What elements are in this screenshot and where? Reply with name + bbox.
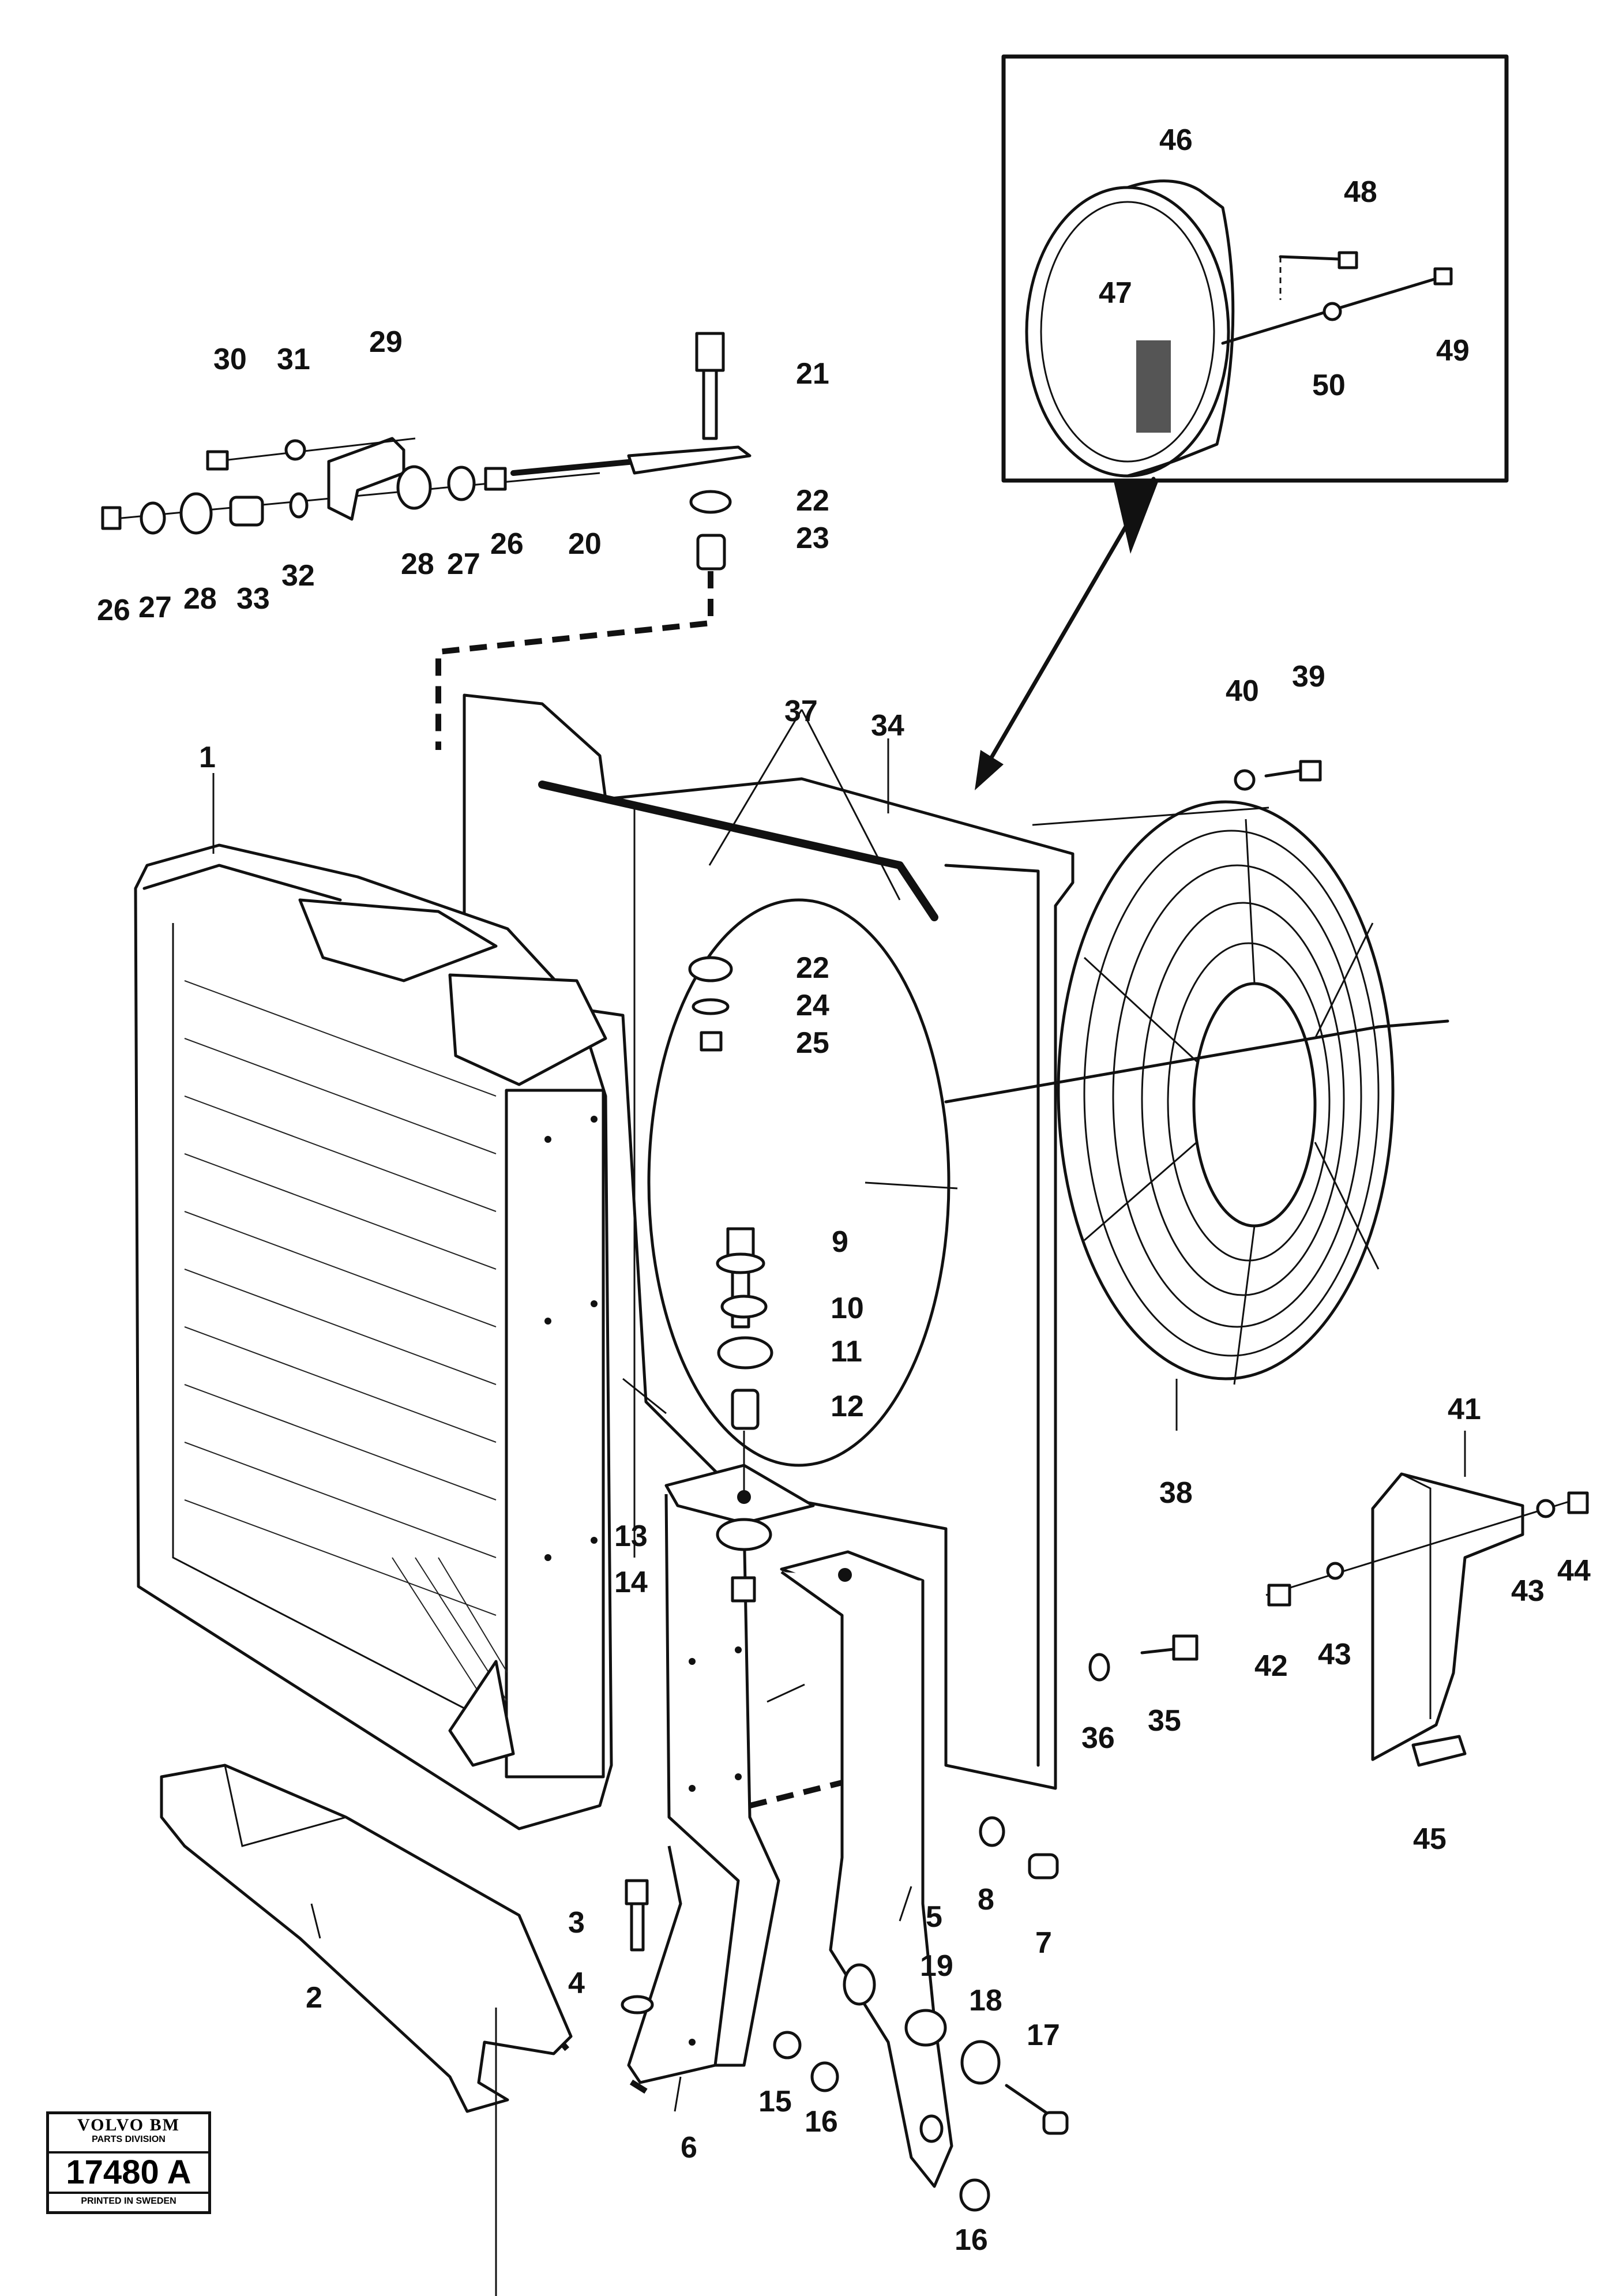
callout-36: 36: [1081, 1721, 1115, 1755]
callout-labels: 1 2 3 4 5 6 7 8 9 10 11 12 13 14 15 16 1…: [97, 123, 1591, 2257]
callout-19: 19: [920, 1949, 953, 1983]
callout-43-b: 43: [1511, 1574, 1545, 1608]
callout-42: 42: [1254, 1649, 1288, 1683]
callout-32: 32: [281, 559, 315, 592]
callout-33: 33: [236, 582, 270, 616]
tie-rod-assembly: [101, 332, 752, 571]
lower-fasteners: [621, 1634, 1199, 2212]
badge-printed: PRINTED IN SWEDEN: [81, 2196, 176, 2206]
callout-47: 47: [1099, 276, 1132, 310]
callout-34: 34: [871, 709, 904, 742]
drawing-number: 17480 A: [49, 2154, 208, 2194]
callout-5: 5: [926, 1900, 942, 1934]
callout-28-a: 28: [183, 582, 217, 616]
badge-brand: VOLVO BM: [77, 2115, 180, 2134]
radiator: [134, 843, 613, 1830]
callout-31: 31: [277, 343, 310, 376]
callout-26-b: 26: [490, 527, 524, 561]
callout-40: 40: [1226, 674, 1259, 708]
callout-16-a: 16: [805, 2105, 838, 2139]
mount-stack: [688, 956, 773, 1603]
callout-7: 7: [1035, 1926, 1052, 1960]
callout-1: 1: [199, 741, 216, 774]
callout-4: 4: [568, 1967, 585, 2000]
callout-3: 3: [568, 1906, 585, 1939]
callout-23: 23: [796, 522, 829, 555]
detail-inset: [1001, 54, 1509, 483]
fan-guard: [944, 800, 1449, 1385]
callout-15: 15: [758, 2085, 792, 2118]
callout-12: 12: [831, 1390, 864, 1423]
bracket-5: [780, 1550, 953, 2188]
callout-29: 29: [369, 325, 403, 359]
callout-24: 24: [796, 989, 829, 1022]
callout-49: 49: [1436, 334, 1470, 367]
callout-2: 2: [306, 1981, 322, 2014]
callout-27-a: 27: [138, 591, 172, 624]
dashed-guide: [621, 2074, 648, 2094]
callout-41: 41: [1448, 1393, 1481, 1426]
callout-9: 9: [832, 1225, 848, 1259]
callout-37: 37: [784, 695, 818, 728]
detail-arrow: [975, 477, 1159, 790]
callout-18: 18: [969, 1984, 1002, 2017]
badge-division: PARTS DIVISION: [92, 2134, 166, 2144]
callout-22-b: 22: [796, 951, 829, 985]
callout-6: 6: [681, 2131, 697, 2164]
callout-48: 48: [1344, 175, 1377, 209]
callout-46: 46: [1159, 123, 1193, 157]
callout-20: 20: [568, 527, 602, 561]
bracket-6: [627, 1464, 815, 2084]
drawing-badge: VOLVO BM PARTS DIVISION 17480 A PRINTED …: [46, 2111, 211, 2214]
callout-35: 35: [1148, 1704, 1181, 1738]
fan-ring-part: [1025, 179, 1235, 478]
callout-26-a: 26: [97, 594, 130, 627]
callout-25: 25: [796, 1026, 829, 1060]
callout-22-a: 22: [796, 484, 829, 517]
callout-10: 10: [831, 1292, 864, 1325]
badge-header: VOLVO BM PARTS DIVISION: [49, 2114, 208, 2154]
callout-11: 11: [831, 1335, 862, 1368]
callout-30: 30: [213, 343, 247, 376]
callout-45: 45: [1413, 1822, 1447, 1856]
callout-16-b: 16: [955, 2223, 988, 2257]
callout-43-a: 43: [1318, 1638, 1351, 1671]
leader-lines: [212, 709, 1466, 2112]
callout-13: 13: [614, 1520, 648, 1553]
callout-50: 50: [1312, 369, 1346, 402]
callout-21: 21: [796, 357, 829, 391]
callout-44: 44: [1557, 1554, 1591, 1588]
callout-8: 8: [978, 1883, 994, 1916]
washer-40-bolt-39: [1234, 760, 1322, 791]
callout-14: 14: [614, 1566, 648, 1599]
lower-shield: [160, 1764, 573, 2296]
callout-38: 38: [1159, 1476, 1193, 1510]
callout-28-b: 28: [401, 547, 434, 581]
mounting-bracket-41: [1265, 1472, 1589, 1767]
callout-17: 17: [1027, 2019, 1060, 2052]
wire-mesh-47: [1136, 340, 1171, 433]
callout-39: 39: [1292, 660, 1325, 693]
fan-shroud: [463, 693, 1075, 1790]
dashed-guide: [435, 571, 713, 750]
callout-27-b: 27: [447, 547, 480, 581]
